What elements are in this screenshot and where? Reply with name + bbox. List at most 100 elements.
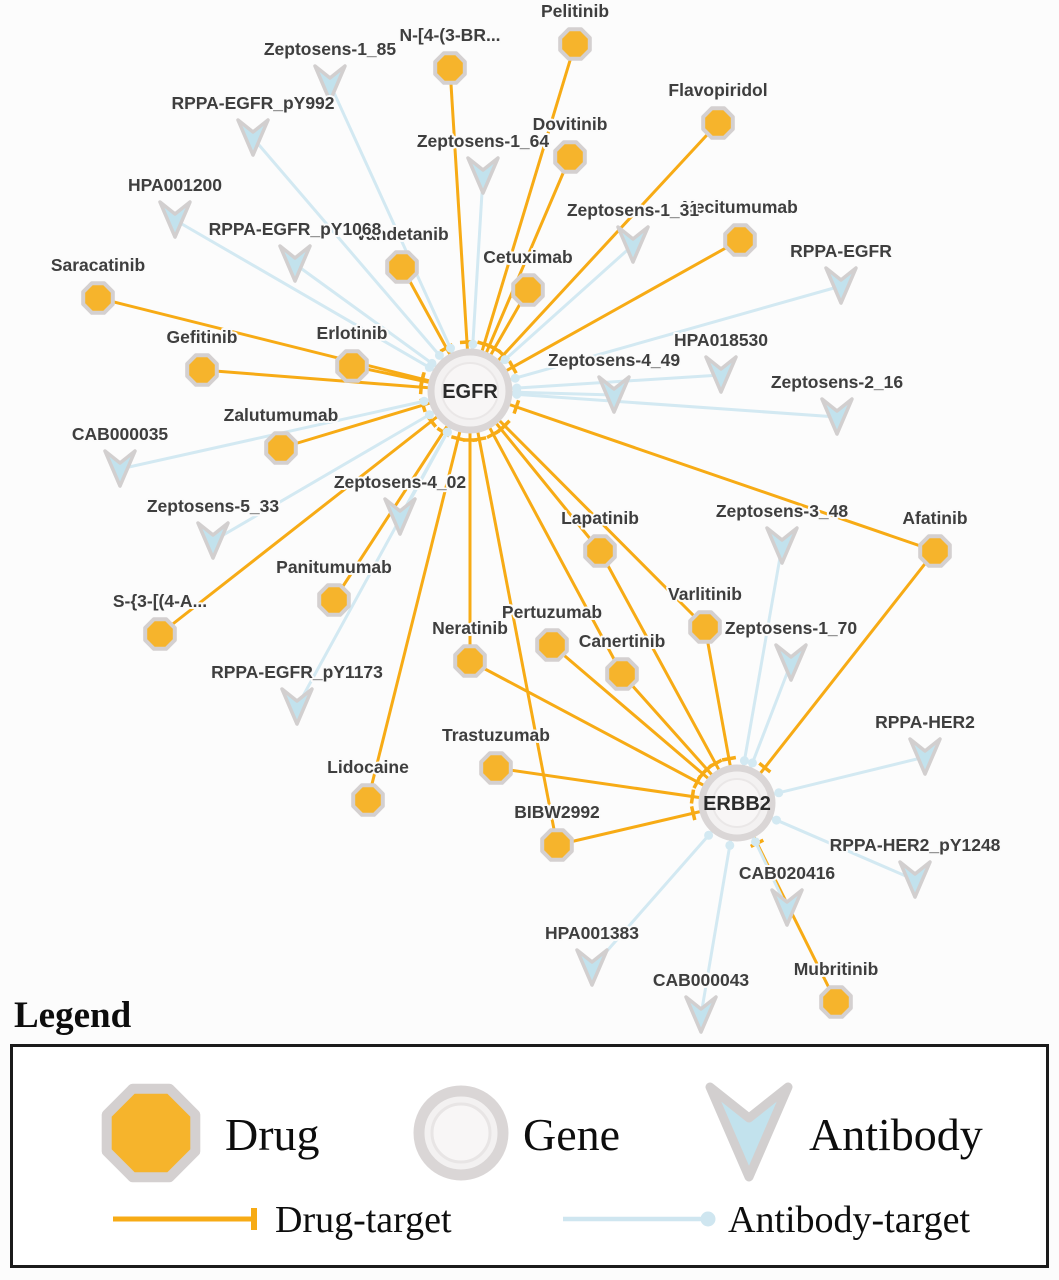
drug-node-trastuzumab[interactable] (479, 751, 513, 785)
drug-label-n4-3br: N-[4-(3-BR... (399, 25, 500, 45)
antibody-node-hpa001383[interactable] (575, 948, 609, 987)
antibody-node-zeptosens-1-70[interactable] (774, 643, 808, 682)
edge-erbb2-lapatinib (598, 550, 739, 804)
antibody-node-cab000043[interactable] (684, 995, 718, 1034)
edge-erbb2-pertuzumab (551, 643, 738, 805)
gene-label-egfr: EGFR (442, 381, 498, 403)
antibody-node-cab020416[interactable] (770, 888, 804, 927)
legend-antibody-label: Antibody (809, 1109, 983, 1160)
drug-edge-tee (487, 343, 502, 354)
drug-node-lidocaine[interactable] (351, 783, 385, 817)
legend-title: Legend (14, 995, 132, 1036)
drug-node-neratinib[interactable] (453, 644, 487, 678)
edge-egfr-afatinib (469, 389, 936, 553)
antibody-node-rppa-egfr-py1173[interactable] (280, 687, 314, 726)
drug-label-gefitinib: Gefitinib (167, 327, 238, 347)
edge-erbb2-neratinib (469, 659, 738, 805)
drug-edge-tee (418, 373, 426, 389)
antibody-node-rppa-her2-py1248[interactable] (898, 860, 932, 899)
drug-label-flavopiridol: Flavopiridol (668, 80, 767, 100)
antibody-edge-dot (500, 355, 510, 365)
edge-egfr-n4-3br (448, 67, 472, 392)
antibody-label-hpa001200: HPA001200 (128, 175, 222, 195)
legend-graphics: Drug Gene Antibody Drug-target Antibody-… (101, 1082, 983, 1241)
drug-node-dovitinib[interactable] (553, 140, 587, 174)
drug-label-cetuximab: Cetuximab (483, 247, 572, 267)
drug-edge-tee (512, 399, 521, 415)
antibody-label-zeptosens-2-16: Zeptosens-2_16 (771, 372, 904, 392)
antibody-label-zeptosens-3-48: Zeptosens-3_48 (716, 501, 849, 521)
edge-egfr-zeptosens-2-16 (469, 389, 838, 419)
antibody-node-cab000035[interactable] (103, 449, 137, 488)
antibody-label-zeptosens-1-31: Zeptosens-1_31 (567, 200, 700, 220)
drug-legend-icon (101, 1083, 201, 1183)
drug-label-erlotinib: Erlotinib (317, 323, 388, 343)
drug-node-pertuzumab[interactable] (535, 628, 569, 662)
drug-edge-tee (498, 419, 511, 432)
drug-label-lapatinib: Lapatinib (561, 508, 639, 528)
drug-node-n4-3br[interactable] (433, 51, 467, 85)
drug-node-canertinib[interactable] (605, 657, 639, 691)
antibody-node-zeptosens-3-48[interactable] (765, 526, 799, 565)
antibody-node-hpa018530[interactable] (704, 355, 738, 394)
drug-node-saracatinib[interactable] (81, 281, 115, 315)
edge-egfr-rppa-egfr-py1173 (295, 390, 472, 708)
antibody-legend-icon (705, 1082, 793, 1182)
antibody-node-zeptosens-1-85[interactable] (313, 64, 347, 103)
antibody-label-cab020416: CAB020416 (739, 863, 836, 883)
drug-node-zalutumumab[interactable] (264, 431, 298, 465)
drug-node-pelitinib[interactable] (558, 27, 592, 61)
nodes-layer (81, 27, 952, 1034)
antibody-node-rppa-egfr-py1068[interactable] (278, 244, 312, 283)
antibody-node-rppa-her2[interactable] (908, 737, 942, 776)
antibody-node-hpa001200[interactable] (158, 200, 192, 239)
antibody-edge-dot (750, 837, 760, 847)
antibody-edge-dot (434, 350, 444, 360)
drug-node-s3-4a[interactable] (143, 617, 177, 651)
drug-node-gefitinib[interactable] (185, 353, 219, 387)
antibody-label-zeptosens-4-02: Zeptosens-4_02 (334, 472, 467, 492)
drug-label-panitumumab: Panitumumab (276, 557, 392, 577)
drug-node-vandetanib[interactable] (385, 250, 419, 284)
edge-erbb2-trastuzumab (495, 766, 738, 805)
antibody-edge-dot (512, 389, 522, 399)
edge-egfr-varlitinib (468, 389, 707, 629)
edge-egfr-zeptosens-1-85 (328, 83, 472, 392)
antibody-label-rppa-her2: RPPA-HER2 (875, 712, 975, 732)
antibody-node-zeptosens-2-16[interactable] (820, 397, 854, 436)
antibody-label-rppa-egfr: RPPA-EGFR (790, 241, 892, 261)
antibody-node-zeptosens-4-49[interactable] (597, 375, 631, 414)
legend-drug-label: Drug (225, 1109, 320, 1160)
drug-edge-tee (450, 435, 466, 442)
drug-node-afatinib[interactable] (918, 534, 952, 568)
edge-endpoints-layer (418, 339, 784, 850)
antibody-node-zeptosens-5-33[interactable] (196, 521, 230, 560)
edge-egfr-cab000035 (119, 389, 471, 471)
drug-label-mubritinib: Mubritinib (794, 959, 879, 979)
drug-node-mubritinib[interactable] (819, 985, 853, 1019)
drug-node-varlitinib[interactable] (688, 610, 722, 644)
antibody-node-zeptosens-1-64[interactable] (466, 156, 500, 195)
antibody-label-rppa-egfr-py992: RPPA-EGFR_pY992 (171, 93, 334, 113)
antibody-edge-dot (774, 788, 784, 798)
drug-node-bibw2992[interactable] (540, 828, 574, 862)
antibody-node-zeptosens-4-02[interactable] (383, 497, 417, 536)
drug-node-panitumumab[interactable] (317, 583, 351, 617)
drug-label-necitumumab: Necitumumab (682, 197, 798, 217)
drug-node-cetuximab[interactable] (511, 273, 545, 307)
antibody-label-cab000035: CAB000035 (72, 424, 169, 444)
drug-edge-tee (696, 767, 709, 781)
antibody-node-zeptosens-1-31[interactable] (616, 225, 650, 264)
antibody-node-rppa-egfr-py992[interactable] (236, 118, 270, 157)
drug-node-necitumumab[interactable] (723, 223, 757, 257)
drug-label-vandetanib: Vandetanib (355, 224, 448, 244)
antibody-node-rppa-egfr[interactable] (824, 266, 858, 305)
antibody-label-hpa001383: HPA001383 (545, 923, 639, 943)
gene-node-inner-egfr (441, 362, 499, 420)
drug-node-erlotinib[interactable] (335, 349, 369, 383)
drug-node-lapatinib[interactable] (583, 534, 617, 568)
drug-node-flavopiridol[interactable] (701, 106, 735, 140)
antibody-label-rppa-egfr-py1173: RPPA-EGFR_pY1173 (211, 662, 383, 682)
antibody-label-zeptosens-1-70: Zeptosens-1_70 (725, 618, 858, 638)
edge-egfr-s3-4a (159, 389, 471, 636)
